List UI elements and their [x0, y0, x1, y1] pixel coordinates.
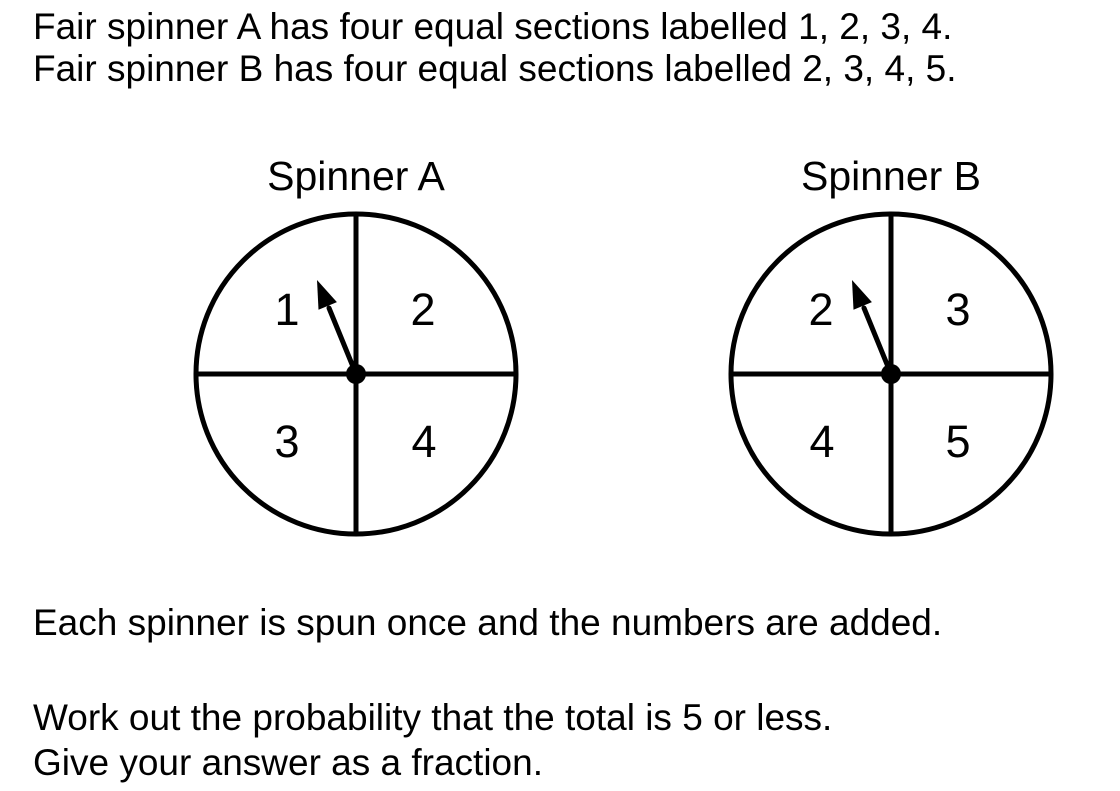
- spinner-a-title: Spinner A: [267, 153, 445, 199]
- spinner-a-label-top-left: 1: [274, 284, 299, 335]
- spinner-b-label-top-right: 3: [945, 284, 970, 335]
- question-line-1: Each spinner is spun once and the number…: [33, 602, 943, 643]
- spinner-a-pointer-shaft: [326, 305, 359, 377]
- spinner-a-diagram: 1 2 3 4: [193, 211, 519, 537]
- spinner-b-pointer-shaft: [861, 305, 894, 377]
- spinner-b-center-dot: [881, 364, 901, 384]
- spinner-a-label-top-right: 2: [410, 284, 435, 335]
- spinner-b-title: Spinner B: [800, 153, 982, 199]
- spinner-b-label-top-left: 2: [808, 284, 833, 335]
- spinner-a-label-bottom-left: 3: [274, 416, 299, 467]
- spinner-b-label-bottom-left: 4: [809, 416, 834, 467]
- question-line-2: Work out the probability that the total …: [33, 697, 833, 738]
- spinner-b-pointer-arrow-icon: [852, 280, 872, 310]
- spinner-b-diagram: 2 3 4 5: [728, 211, 1054, 537]
- spinner-a-label-bottom-right: 4: [411, 416, 436, 467]
- question-task: Work out the probability that the total …: [33, 695, 832, 785]
- spinner-a-pointer-arrow-icon: [317, 280, 337, 310]
- spinner-b-label-bottom-right: 5: [945, 416, 970, 467]
- spinner-a-center-dot: [346, 364, 366, 384]
- intro-line-1: Fair spinner A has four equal sections l…: [33, 6, 953, 47]
- question-statement: Each spinner is spun once and the number…: [33, 600, 942, 645]
- intro-line-2: Fair spinner B has four equal sections l…: [33, 48, 957, 89]
- problem-statement: Fair spinner A has four equal sections l…: [33, 6, 956, 90]
- question-line-3: Give your answer as a fraction.: [33, 742, 543, 783]
